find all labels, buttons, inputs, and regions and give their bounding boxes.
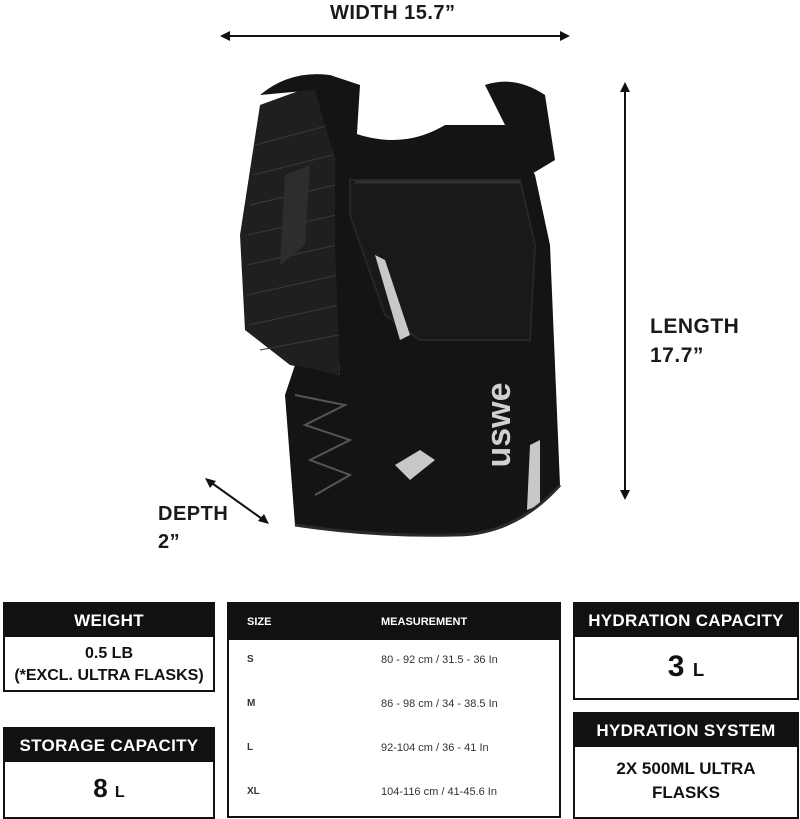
hydration-capacity-title: HYDRATION CAPACITY: [575, 604, 797, 637]
size-cell: XL: [247, 786, 260, 797]
hydration-system-value: 2X 500ML ULTRA FLASKS: [575, 747, 797, 805]
depth-label: DEPTH 2”: [158, 500, 228, 556]
length-label-value: 17.7”: [650, 344, 704, 367]
weight-value: 0.5 LB (*EXCL. ULTRA FLASKS): [5, 637, 213, 687]
width-label: WIDTH 15.7”: [330, 2, 456, 24]
table-row: M 86 - 98 cm / 34 - 38.5 In: [229, 684, 559, 728]
vest-logo: uswe: [480, 382, 518, 467]
length-arrow: [620, 82, 630, 500]
hydration-system-box: HYDRATION SYSTEM 2X 500ML ULTRA FLASKS: [573, 712, 799, 819]
table-row: XL 104-116 cm / 41-45.6 In: [229, 772, 559, 816]
weight-title: WEIGHT: [5, 604, 213, 637]
storage-capacity-number: 8: [93, 773, 108, 803]
storage-capacity-box: STORAGE CAPACITY 8 L: [3, 727, 215, 819]
measurement-cell: 80 - 92 cm / 31.5 - 36 In: [381, 654, 498, 666]
vest-logo-text: uswe: [480, 382, 518, 467]
table-row: L 92-104 cm / 36 - 41 In: [229, 728, 559, 772]
vest-mesh-logo: [280, 165, 310, 265]
width-arrow: [220, 31, 570, 41]
weight-value-line1: 0.5 LB: [84, 645, 133, 662]
hydration-system-title: HYDRATION SYSTEM: [575, 714, 797, 747]
storage-capacity-value: 8 L: [5, 762, 213, 818]
storage-capacity-title: STORAGE CAPACITY: [5, 729, 213, 762]
hydration-capacity-unit: L: [692, 659, 705, 680]
size-table: SIZE MEASUREMENT S 80 - 92 cm / 31.5 - 3…: [227, 602, 561, 818]
vest-reflective-strip-1: [375, 255, 410, 340]
weight-box: WEIGHT 0.5 LB (*EXCL. ULTRA FLASKS): [3, 602, 215, 692]
measurement-header: MEASUREMENT: [381, 616, 468, 628]
size-table-header: SIZE MEASUREMENT: [229, 604, 559, 640]
hydration-capacity-box: HYDRATION CAPACITY 3 L: [573, 602, 799, 700]
length-label-title: LENGTH: [650, 315, 740, 338]
storage-capacity-unit: L: [114, 783, 125, 801]
depth-arrow: [205, 478, 269, 524]
vest-bungee-cords: [294, 394, 353, 496]
weight-value-line2: (*EXCL. ULTRA FLASKS): [14, 667, 204, 684]
measurement-cell: 86 - 98 cm / 34 - 38.5 In: [381, 698, 498, 710]
depth-label-title: DEPTH: [158, 503, 229, 525]
vest-bottom-hem: [294, 483, 562, 537]
table-row: S 80 - 92 cm / 31.5 - 36 In: [229, 640, 559, 684]
depth-label-value: 2”: [158, 531, 181, 553]
size-cell: L: [247, 742, 254, 753]
measurement-cell: 104-116 cm / 41-45.6 In: [381, 786, 497, 798]
size-cell: M: [247, 698, 256, 709]
measurement-cell: 92-104 cm / 36 - 41 In: [381, 742, 489, 754]
size-header: SIZE: [247, 616, 272, 628]
vest-reflective-strip-2: [395, 450, 435, 480]
length-label: LENGTH 17.7”: [650, 312, 739, 370]
size-cell: S: [247, 654, 254, 665]
hydration-system-line1: 2X 500ML ULTRA: [616, 759, 756, 778]
hydration-capacity-value: 3 L: [575, 637, 797, 700]
hydration-capacity-number: 3: [667, 650, 685, 683]
vest-reflective-strip-3: [527, 440, 540, 510]
vest-image: uswe: [240, 74, 562, 537]
vest-right-strap: [485, 81, 555, 175]
hydration-system-line2: FLASKS: [652, 783, 720, 802]
